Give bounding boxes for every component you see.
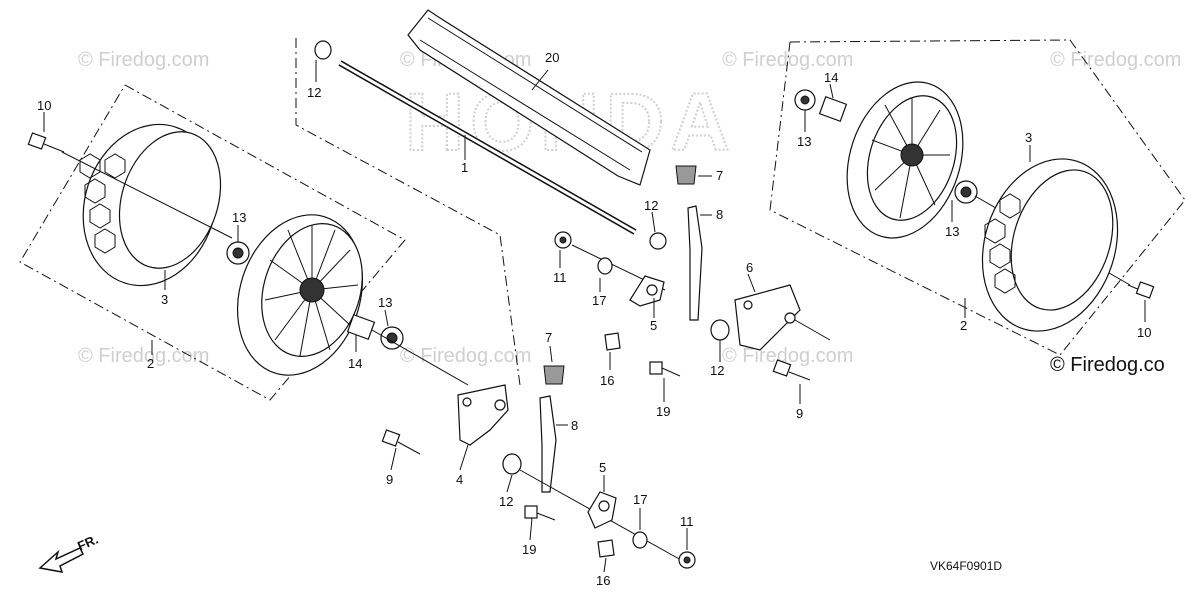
washer-13b	[649, 232, 667, 250]
callout-3: 3	[161, 292, 168, 307]
callout-10-right: 10	[1137, 325, 1151, 340]
callout-17: 16	[600, 373, 614, 388]
axle-bracket-outline	[295, 38, 521, 386]
callout-5-lower: 5	[599, 460, 606, 475]
callout-8-lower: 8	[571, 418, 578, 433]
callout-16-right: 14	[824, 70, 838, 85]
watermark: © Firedog.com	[722, 345, 853, 367]
callout-11-lower: 11	[680, 514, 694, 529]
callout-14-right-b: 13	[945, 224, 959, 239]
collar-16-right	[818, 96, 848, 122]
left-wheel-assembly	[19, 84, 469, 401]
callout-2-right: 2	[960, 318, 967, 333]
lever-8-lower	[539, 395, 557, 493]
callout-19-lower: 19	[522, 542, 536, 557]
nut-17	[604, 332, 621, 351]
callout-9: 9	[796, 406, 803, 421]
callout-3-right: 3	[1025, 130, 1032, 145]
callout-14: 13	[232, 210, 246, 225]
collar-16	[346, 314, 376, 340]
callout-17-lower: 16	[596, 573, 610, 588]
washer-12-lower	[502, 453, 522, 475]
callout-8: 8	[716, 207, 723, 222]
clip-7	[675, 165, 697, 185]
right-tire-tread	[984, 193, 1021, 294]
bolt-10-left	[27, 132, 65, 153]
right-wheel-assembly	[769, 39, 1186, 356]
callout-labels: 10 3 2 13 12 1 13 14 20 12 7 8 11 17 5 6…	[37, 50, 1151, 588]
callout-4: 4	[456, 472, 463, 487]
washer-18-lower	[632, 531, 648, 549]
callout-13b: 12	[644, 198, 658, 213]
callout-7-lower: 7	[545, 330, 552, 345]
right-tire-inner	[1010, 169, 1114, 311]
front-arrow-icon	[38, 547, 85, 573]
callout-7: 7	[716, 168, 723, 183]
left-tire-inner	[118, 131, 222, 269]
watermark-corner: © Firedog.co	[1050, 354, 1165, 376]
lever-8	[687, 205, 703, 321]
callout-12-lower: 12	[499, 494, 513, 509]
left-tire-tread	[79, 153, 126, 254]
axle-assembly	[295, 9, 697, 386]
front-label: FR.	[75, 532, 100, 554]
bolt-10-right	[1127, 281, 1155, 299]
callout-13: 12	[307, 85, 321, 100]
plate-4	[457, 384, 509, 446]
callout-6: 6	[746, 260, 753, 275]
bolt-9-lower	[381, 429, 421, 455]
height-adjuster-upper	[554, 205, 831, 381]
bolt-19-lower	[524, 505, 556, 521]
right-wheel-outline	[769, 39, 1186, 356]
callout-14-right: 13	[797, 134, 811, 149]
watermark: © Firedog.com	[1050, 49, 1181, 71]
height-adjuster-lower	[381, 365, 696, 569]
callout-9-lower: 9	[386, 472, 393, 487]
callout-2: 2	[147, 356, 154, 371]
left-wheel-outline	[19, 84, 406, 401]
clip-7-lower	[543, 365, 565, 385]
callout-19: 19	[656, 404, 670, 419]
watermark: © Firedog.com	[722, 49, 853, 71]
callout-1: 1	[461, 160, 468, 175]
callout-12: 12	[710, 363, 724, 378]
callout-leaders	[43, 60, 1146, 573]
callout-18: 17	[592, 293, 606, 308]
callout-11: 11	[553, 270, 567, 285]
callout-5: 5	[650, 318, 657, 333]
callout-10: 10	[37, 98, 51, 113]
front-direction-arrow: FR.	[38, 532, 100, 573]
left-wheel-hub	[299, 277, 325, 303]
diagram-code: VK64F0901D	[930, 559, 1002, 573]
plate-6	[734, 284, 801, 351]
bar-20	[407, 9, 651, 186]
callout-18-lower: 17	[633, 492, 647, 507]
washer-13	[314, 40, 332, 60]
washer-18	[597, 257, 613, 275]
bolt-9	[772, 359, 811, 381]
watermark: © Firedog.com	[400, 345, 531, 367]
callout-16: 14	[348, 356, 362, 371]
watermark: © Firedog.com	[78, 345, 209, 367]
watermark: © Firedog.com	[78, 49, 209, 71]
callout-14b: 13	[378, 295, 392, 310]
washer-12	[710, 319, 730, 341]
nut-17-lower	[597, 539, 615, 558]
bolt-19	[649, 361, 681, 377]
callout-20: 20	[545, 50, 559, 65]
right-wheel-hub	[900, 143, 924, 167]
